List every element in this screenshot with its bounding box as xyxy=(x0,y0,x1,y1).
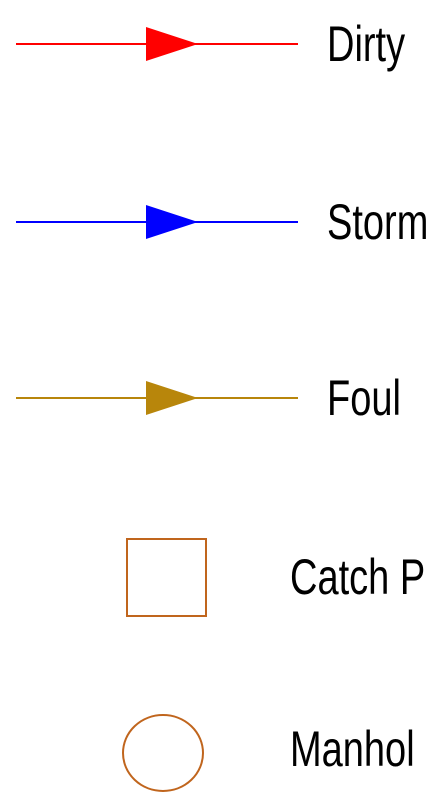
legend-label-storm: Storm xyxy=(327,194,429,250)
legend-item-catch-pit: Catch P xyxy=(0,530,444,625)
legend-label-catch-pit: Catch P xyxy=(290,549,426,605)
legend-label-dirty: Dirty xyxy=(327,16,406,72)
legend-item-manhole: Manhol xyxy=(0,708,444,792)
legend-label-foul: Foul xyxy=(327,370,401,426)
legend-item-dirty: Dirty xyxy=(0,0,444,90)
blue-flow-arrow-icon xyxy=(16,205,298,239)
legend-item-storm: Storm xyxy=(0,178,444,268)
red-flow-arrow-icon xyxy=(16,27,298,61)
gold-flow-arrow-icon xyxy=(16,381,298,415)
legend-label-manhole: Manhol xyxy=(290,721,415,777)
circle-icon xyxy=(122,714,204,792)
square-icon xyxy=(126,538,207,617)
legend-item-foul: Foul xyxy=(0,354,444,444)
